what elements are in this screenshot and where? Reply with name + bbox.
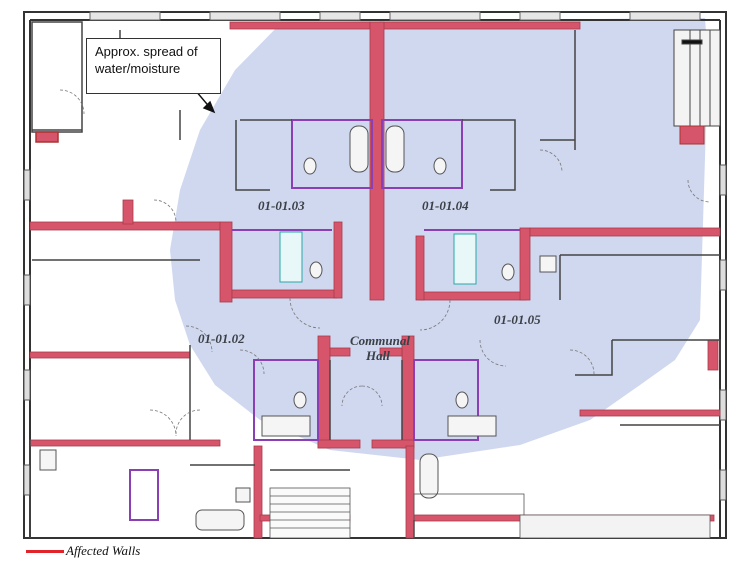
communal-hall-label-line2: Hall xyxy=(365,348,390,363)
unit-label-01-01-04: 01-01.04 xyxy=(422,198,469,213)
unit-label-01-01-05: 01-01.05 xyxy=(494,312,541,327)
moisture-spread-area xyxy=(170,18,708,460)
door-swings xyxy=(59,89,711,437)
legend-affected-walls-label: Affected Walls xyxy=(66,543,141,558)
window-marks-left xyxy=(23,164,727,501)
partitions xyxy=(129,119,520,521)
floor-plan: 01-01.03 01-01.04 01-01.02 01-01.05 Comm… xyxy=(23,11,727,539)
unit-label-01-01-02: 01-01.02 xyxy=(198,331,245,346)
top-left-shaft xyxy=(31,21,83,143)
legend-affected-wall-swatch xyxy=(26,549,64,553)
affected-walls xyxy=(29,21,721,539)
top-window-strip xyxy=(89,11,701,21)
legend: Affected Walls xyxy=(26,540,140,562)
callout-line-2: water/moisture xyxy=(95,61,181,76)
callout-line-1: Approx. spread of xyxy=(95,44,198,59)
interior-walls xyxy=(29,30,721,538)
top-right-balcony xyxy=(673,29,721,145)
stair-treads xyxy=(269,487,711,539)
unit-label-01-01-03: 01-01.03 xyxy=(258,198,305,213)
communal-hall-label-line1: Communal xyxy=(350,333,410,348)
moisture-callout-box: Approx. spread of water/moisture xyxy=(86,38,221,94)
